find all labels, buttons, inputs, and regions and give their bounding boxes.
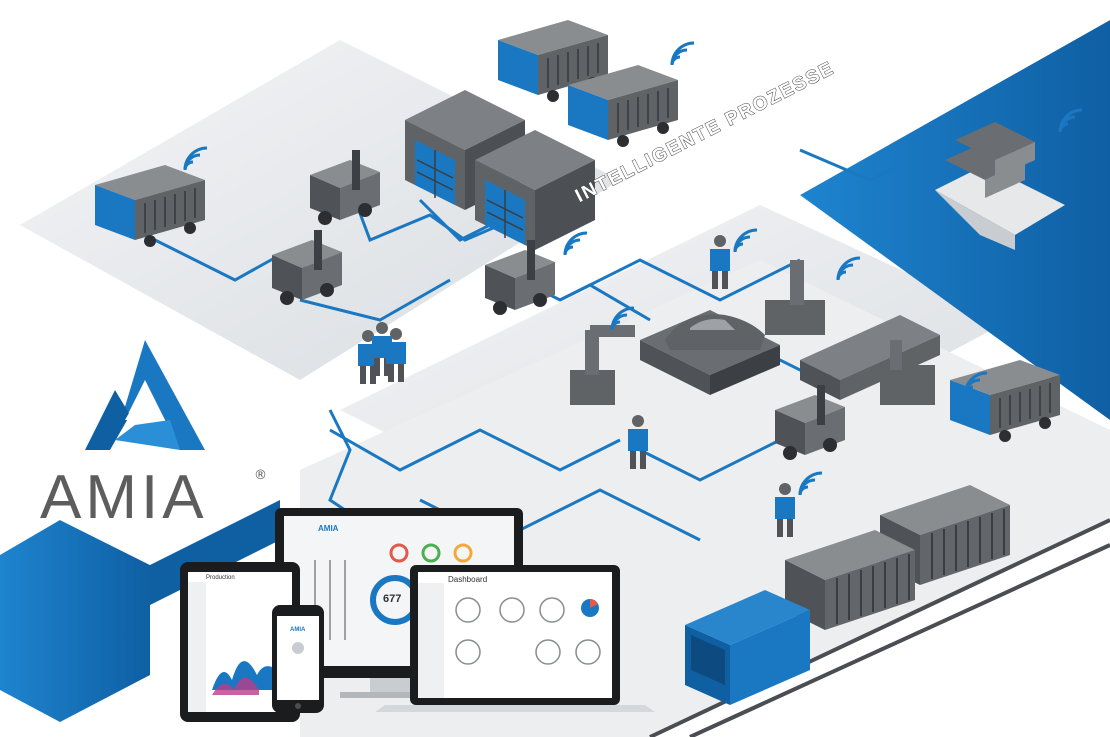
robot-arm-icon: [570, 325, 635, 405]
wifi-icon: [563, 231, 589, 257]
blue-band: [800, 20, 1110, 420]
tablet-title: Production: [206, 575, 235, 581]
blue-band-top: [775, 0, 1110, 195]
train-icon: [685, 590, 810, 705]
monitor-logo-text: AMIA: [318, 524, 339, 533]
registered-mark: ®: [254, 468, 267, 483]
blue-base-left: [0, 520, 150, 722]
robot-arm-icon: [765, 260, 825, 335]
laptop-device: [375, 565, 655, 712]
car-icon: [665, 314, 765, 350]
phone-device: [272, 605, 324, 713]
ship-icon: [935, 122, 1065, 250]
phone-logo-text: AMIA: [290, 627, 306, 633]
amia-logo-mark: [85, 340, 205, 450]
worker-group: [358, 322, 406, 384]
wifi-icon: [670, 41, 696, 67]
monitor-kpi-value: 677: [383, 593, 402, 605]
robot-arm-icon: [880, 340, 935, 405]
brand-name: AMIA: [40, 463, 208, 532]
laptop-title: Dashboard: [448, 575, 488, 584]
blue-base-top: [60, 455, 280, 565]
